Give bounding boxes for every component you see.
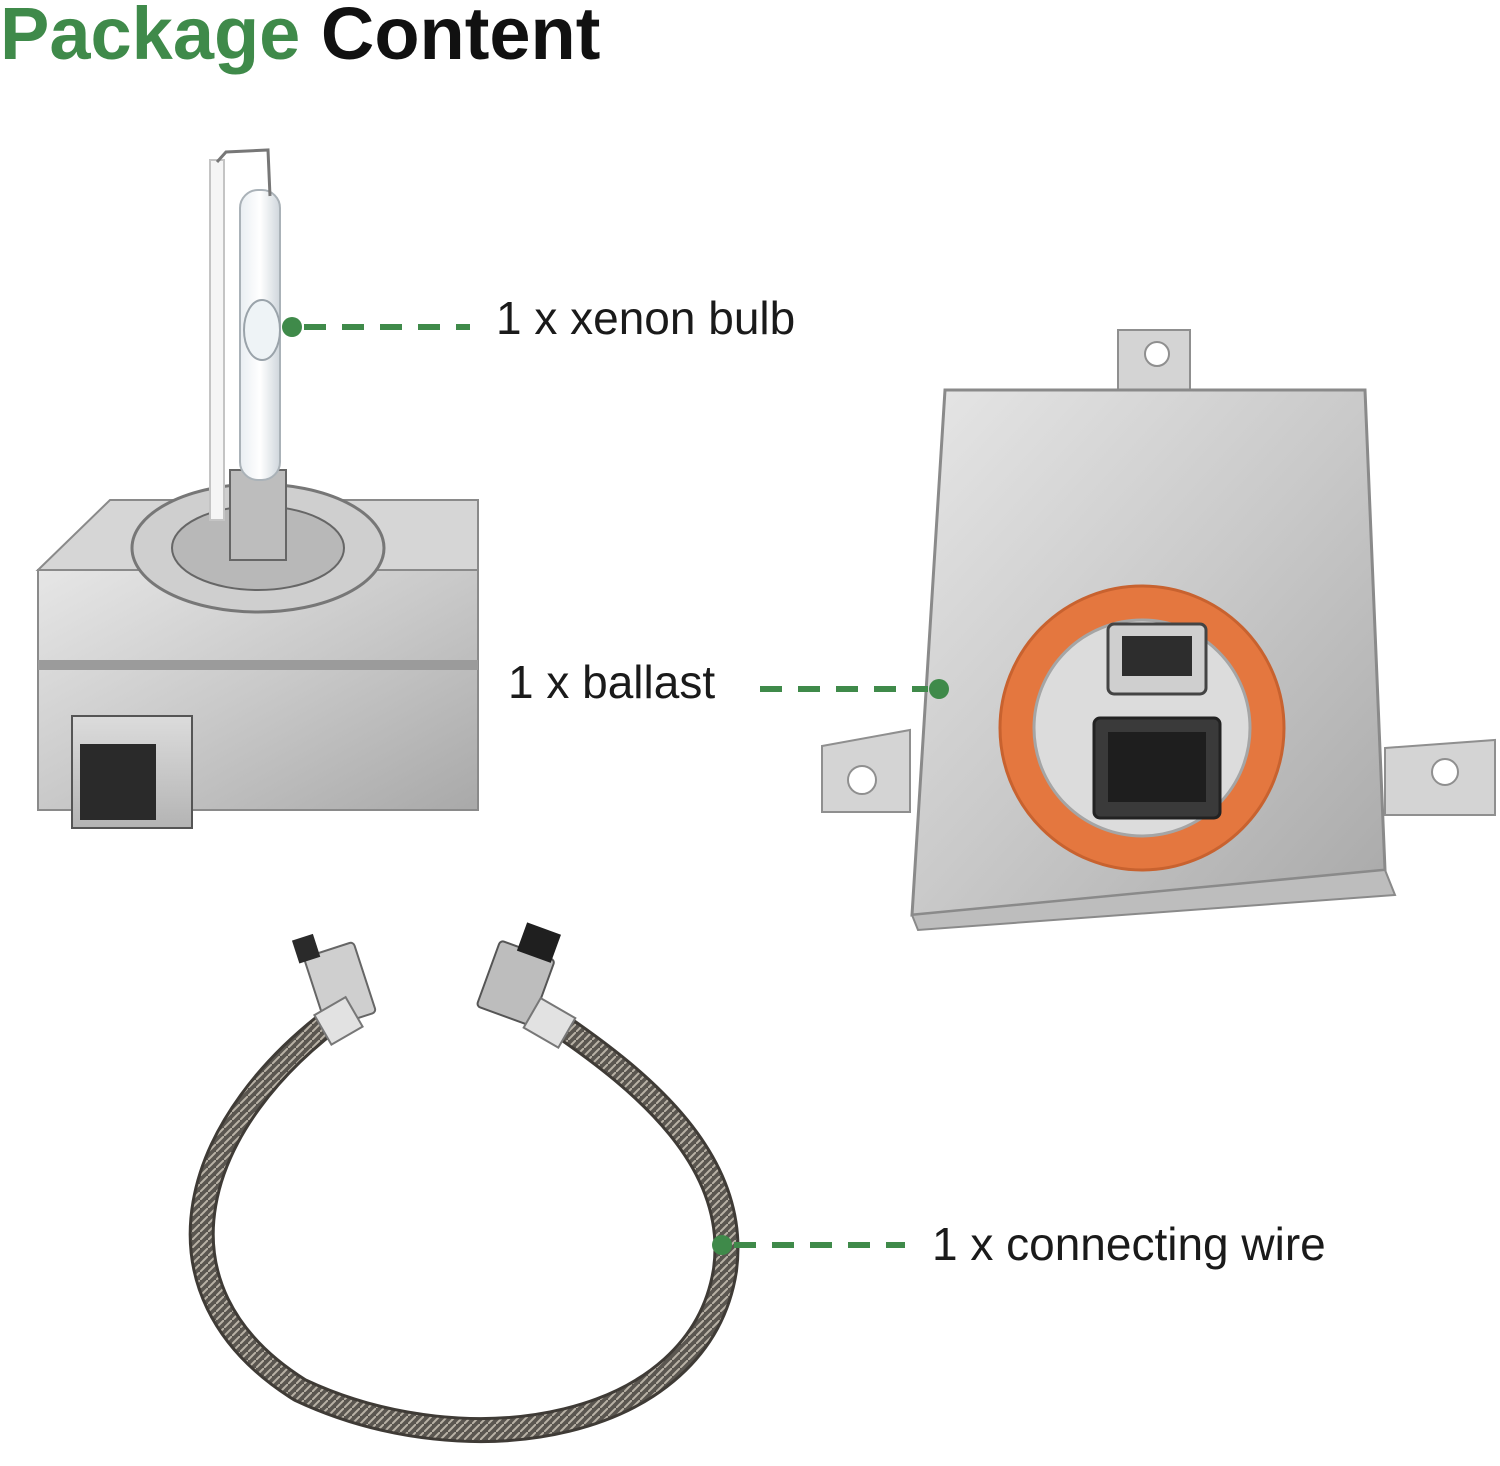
label-connecting-wire: 1 x connecting wire <box>932 1218 1326 1270</box>
connecting-wire-image <box>188 922 740 1443</box>
title-word-package: Package <box>0 0 301 75</box>
callout-dot <box>712 1235 732 1255</box>
callout-xenon-bulb <box>282 317 470 337</box>
page-title: Package Content <box>0 0 600 74</box>
ballast-image <box>821 329 1496 932</box>
callout-dot <box>929 679 949 699</box>
label-xenon-bulb: 1 x xenon bulb <box>496 292 796 344</box>
title-word-content: Content <box>320 0 601 75</box>
callout-ballast <box>760 679 949 699</box>
xenon-bulb-image <box>35 148 479 829</box>
callout-dot <box>282 317 302 337</box>
callout-connecting-wire <box>712 1235 905 1255</box>
label-ballast: 1 x ballast <box>508 656 716 708</box>
